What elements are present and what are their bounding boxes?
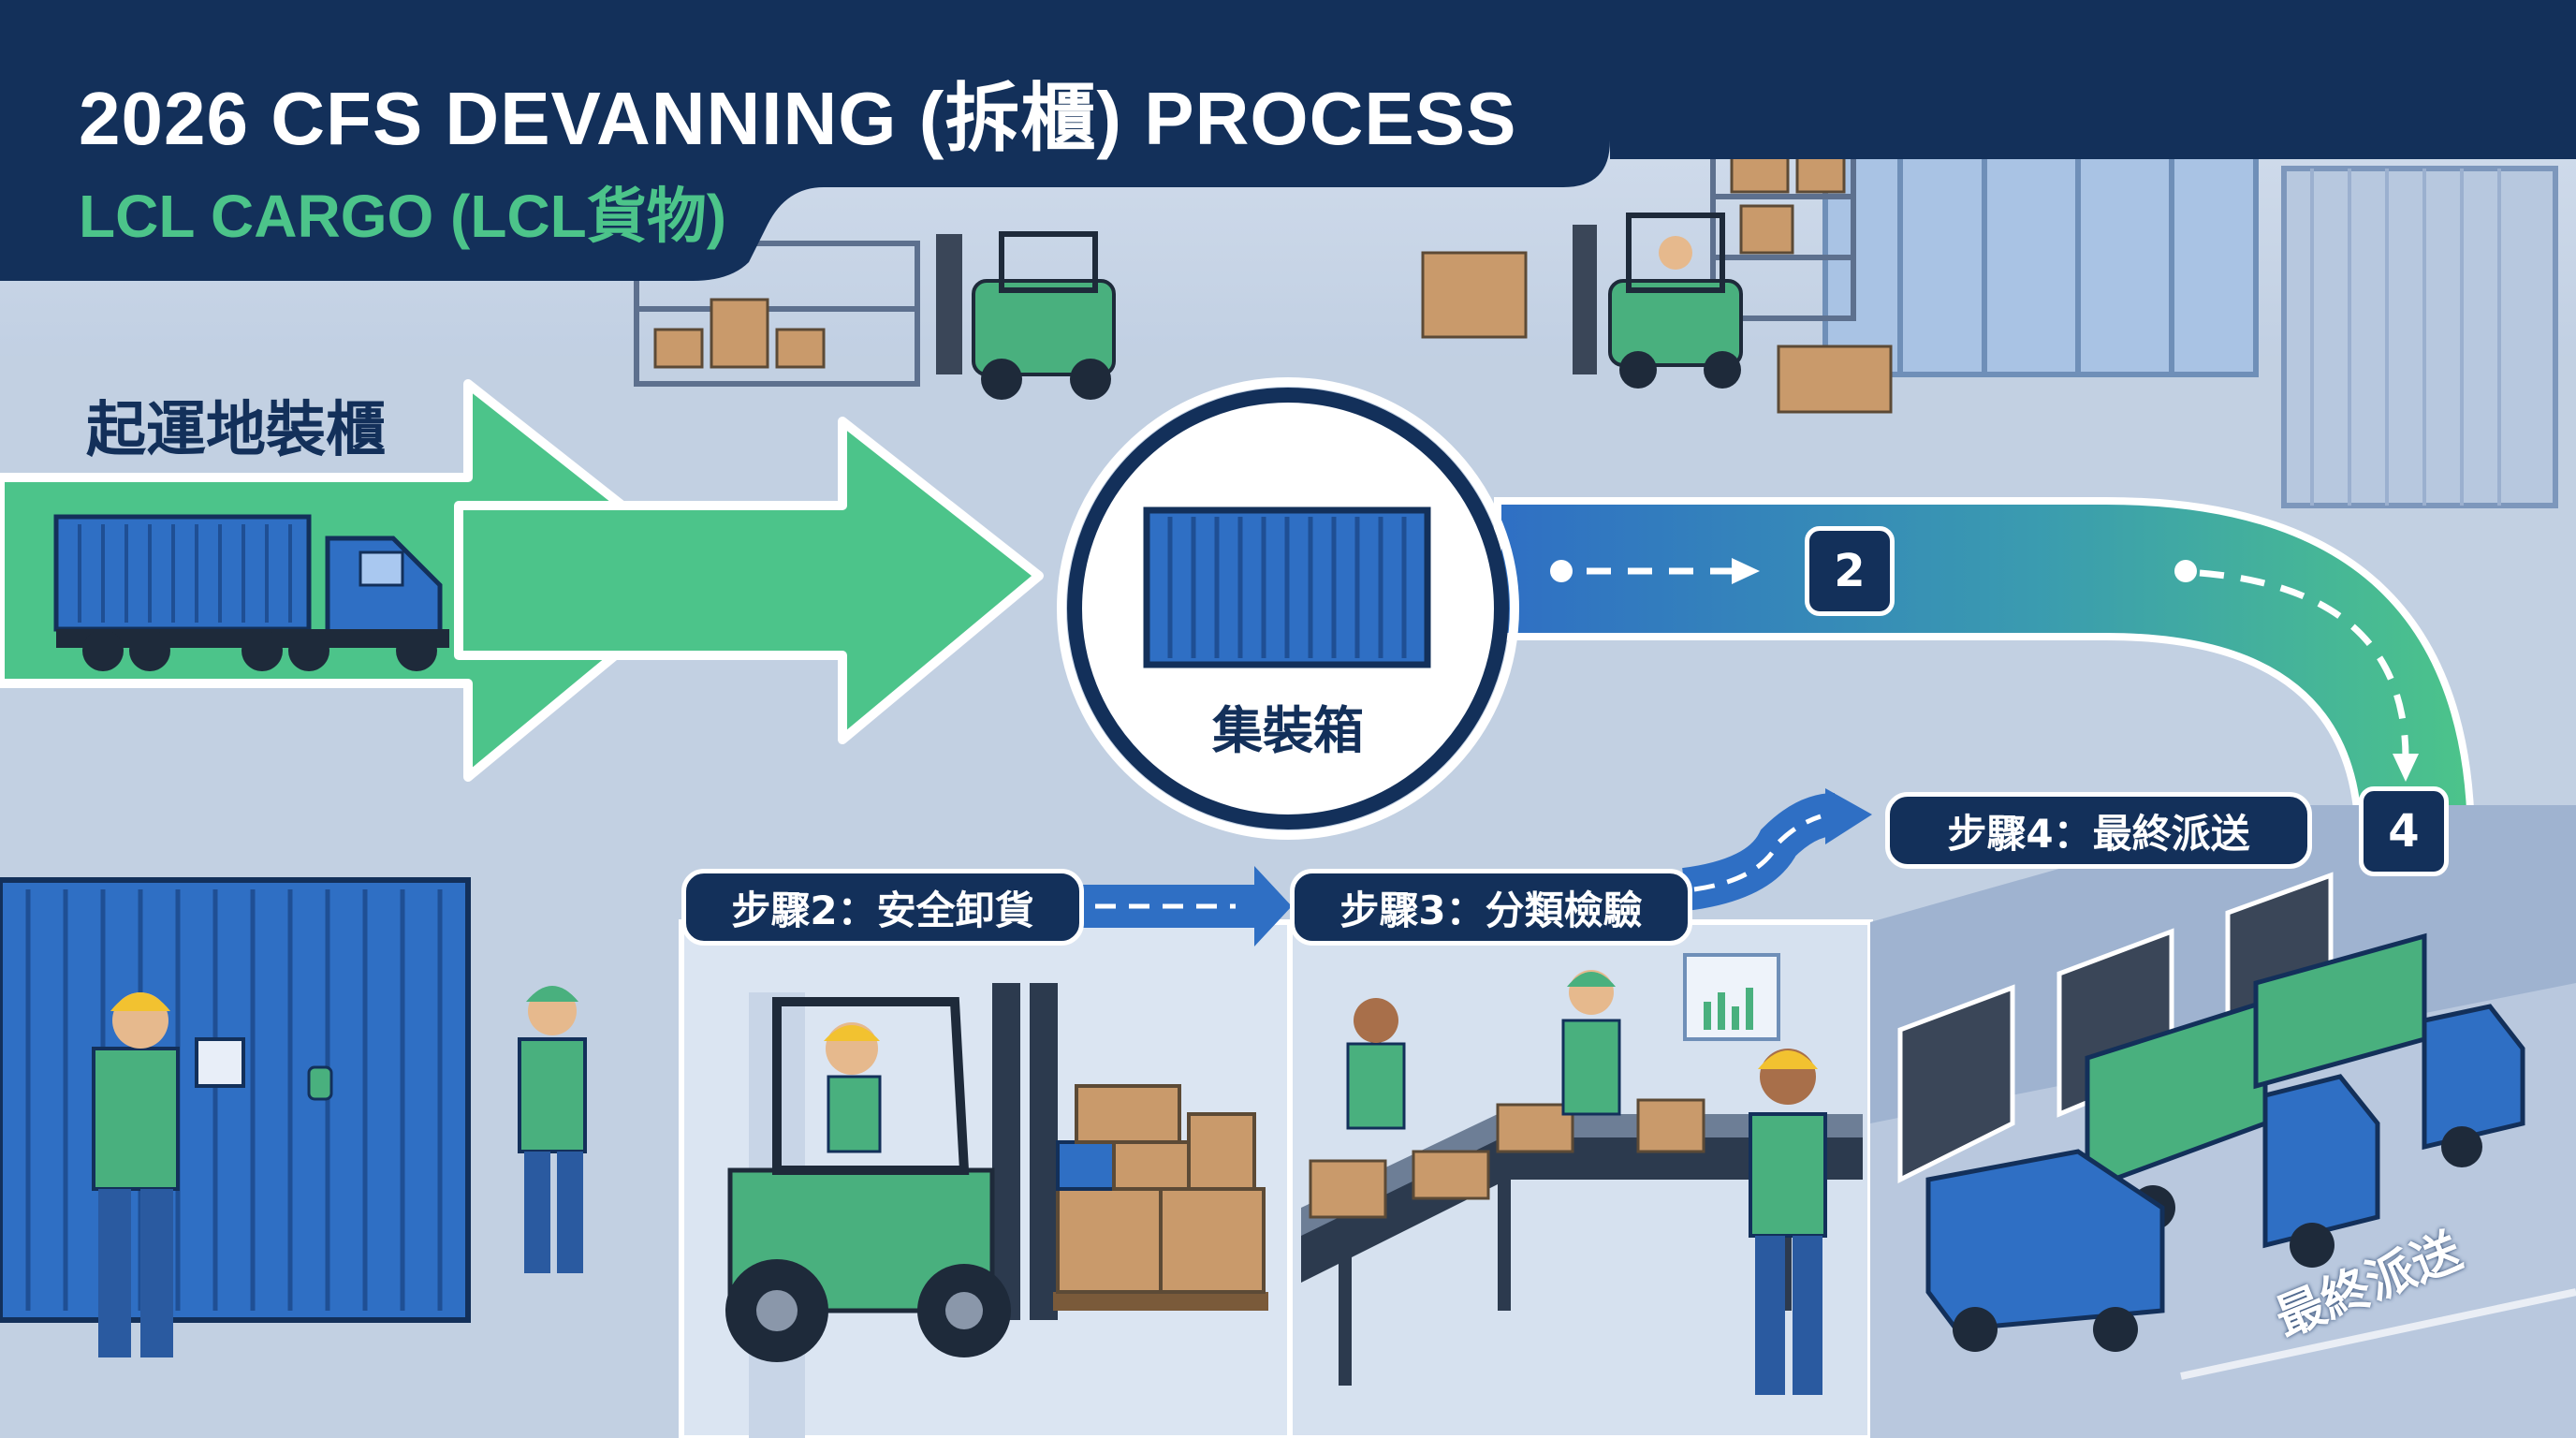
step-2-label: 步驟2：安全卸貨 (681, 869, 1084, 946)
step3-to-step4-arrow (1681, 788, 1872, 911)
title-banner: 2026 CFS DEVANNING (拆櫃) PROCESS LCL CARG… (0, 0, 1610, 250)
step-4-label: 步驟4：最終派送 (1885, 792, 2312, 869)
step-3-label: 步驟3：分類檢驗 (1290, 869, 1692, 946)
container-truck (53, 514, 449, 671)
step2-to-step3-arrow (1076, 866, 1292, 946)
container-circle (1057, 377, 1519, 840)
inspection-scene (0, 877, 587, 1357)
sorting-panel (1287, 919, 1873, 1438)
unloading-panel (679, 919, 1293, 1438)
container-label: 集裝箱 (1212, 701, 1364, 760)
background-forklift-right (1573, 213, 1743, 389)
step-badge-4: 4 (2359, 786, 2449, 876)
dispatch-panel (1870, 805, 2576, 1438)
page-title: 2026 CFS DEVANNING (拆櫃) PROCESS (79, 77, 1517, 160)
page-subtitle: LCL CARGO (LCL貨物) (79, 183, 727, 250)
title-banner-shape (0, 0, 1610, 281)
origin-loading-label: 起運地裝櫃 (86, 396, 386, 465)
dashed-arrow-to-2 (1550, 558, 1760, 584)
dashed-arrow-to-4 (2174, 560, 2419, 782)
step-badge-2: 2 (1805, 526, 1895, 616)
background-forklift-left (936, 231, 1116, 400)
